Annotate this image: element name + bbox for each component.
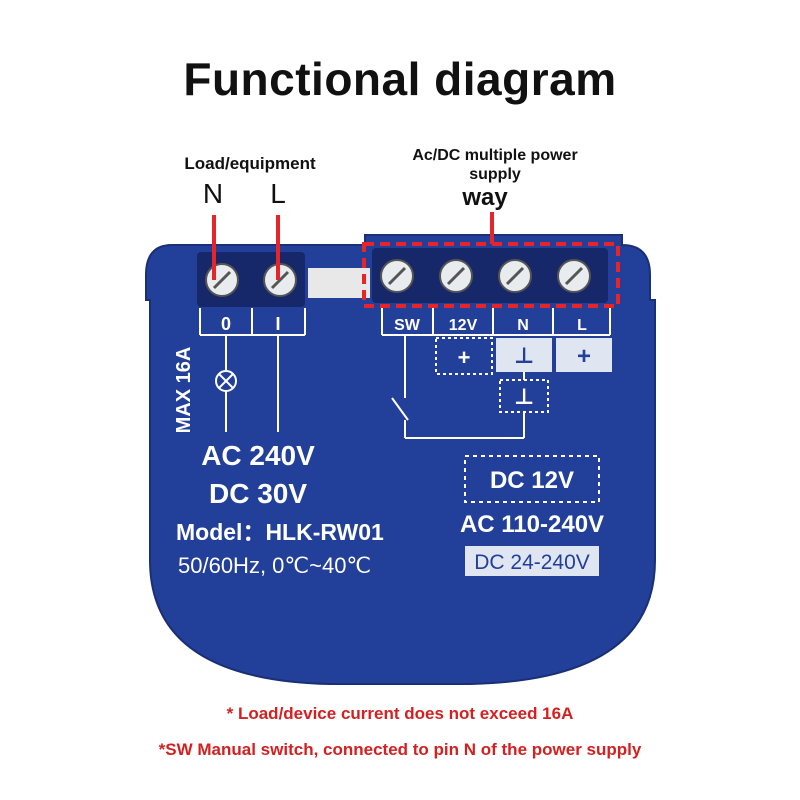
dc12-box	[464, 455, 600, 503]
dc-rating-label: DC 30V	[209, 478, 307, 509]
lamp-icon	[215, 370, 237, 392]
pin-sw-label: SW	[394, 317, 421, 334]
pin-1-label: I	[275, 314, 280, 334]
pin-12v-label: 12V	[449, 317, 478, 334]
polarity-l-box	[556, 338, 612, 372]
load-n-label: N	[202, 178, 224, 209]
center-gap	[308, 268, 370, 298]
screw-12v	[439, 259, 473, 293]
note-sw-switch: *SW Manual switch, connected to pin N of…	[158, 740, 642, 759]
supply-ac-label: AC 110-240V	[460, 511, 604, 538]
polarity-n-ground: ⊥	[514, 344, 534, 369]
supply-dc-box	[465, 546, 599, 576]
supply-label-line2: supply	[469, 166, 521, 183]
supply-dc12-label: DC 12V	[490, 467, 574, 494]
screw-n	[498, 259, 532, 293]
load-l-label: L	[270, 178, 286, 209]
pin-n-label: N	[517, 317, 529, 334]
polarity-l-plus: +	[577, 343, 591, 370]
supply-terminal-highlight	[362, 242, 620, 308]
frequency-temperature-label: 50/60Hz, 0℃~40℃	[178, 553, 371, 578]
screw-0	[205, 263, 239, 297]
pin-l-label: L	[577, 317, 587, 334]
pin-0-label: 0	[221, 314, 231, 334]
polarity-12v-box	[435, 337, 493, 375]
note-load-current: * Load/device current does not exceed 16…	[226, 704, 574, 723]
supply-way-label: way	[462, 184, 508, 211]
supply-label: Ac/DC multiple power supply	[385, 146, 605, 184]
polarity-12v-plus: +	[458, 345, 471, 370]
manual-switch-icon	[391, 397, 409, 421]
input-terminal-block	[372, 248, 608, 303]
model-label: Model：HLK-RW01	[176, 519, 384, 545]
polarity-n-box	[496, 338, 552, 372]
diagram-title: Functional diagram	[183, 53, 617, 105]
supply-dc-label: DC 24-240V	[474, 551, 590, 574]
screw-l	[557, 259, 591, 293]
polarity-12v-ground: ⊥	[514, 385, 534, 410]
max-current-label: MAX 16A	[173, 347, 195, 434]
ac-rating-label: AC 240V	[201, 440, 315, 471]
screw-sw	[380, 259, 414, 293]
supply-label-line1: Ac/DC multiple power	[412, 147, 578, 164]
load-equipment-label: Load/equipment	[184, 154, 316, 173]
